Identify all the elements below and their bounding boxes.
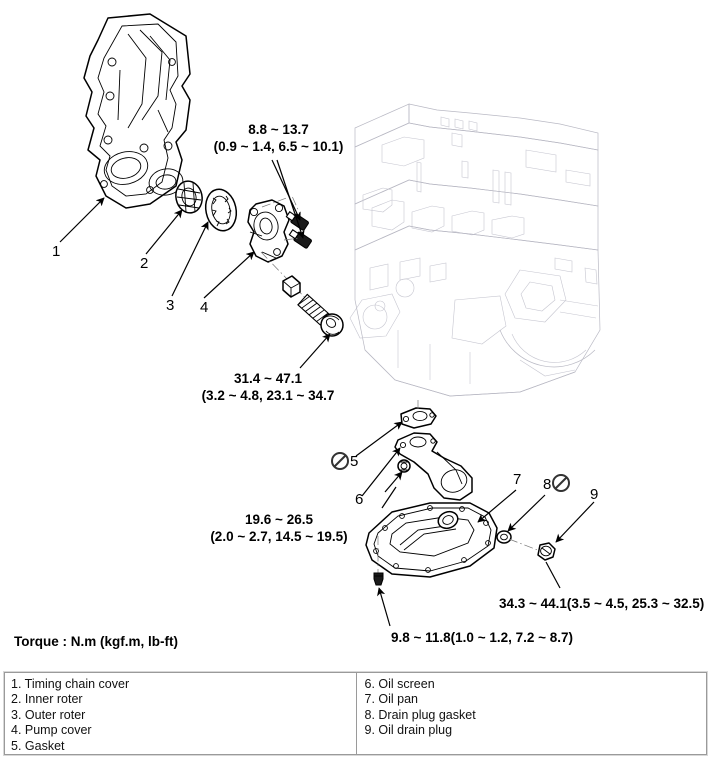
legend-item: 3. Outer roter: [11, 707, 86, 722]
relief-valve-assembly: [260, 251, 344, 337]
callout-number-1: 1: [52, 243, 61, 260]
callout-number-5: 5: [350, 453, 359, 470]
oil-screen-bolt: [397, 459, 411, 473]
non-reusable-symbol-5: [331, 452, 349, 470]
engine-block-ghost: [349, 103, 601, 397]
part-timing-chain-cover: [83, 13, 191, 209]
torque-value-converted: (0.9 ~ 1.4, 6.5 ~ 10.1): [213, 139, 344, 154]
torque-note-oil-screen-bolts: 19.6 ~ 26.5 (2.0 ~ 2.7, 14.5 ~ 19.5): [209, 511, 349, 545]
torque-value-nm: 8.8 ~ 13.7: [248, 122, 309, 137]
part-oil-screen: [394, 432, 473, 501]
legend-column-left: 1. Timing chain cover 2. Inner roter 3. …: [5, 673, 356, 754]
legend-item: 1. Timing chain cover: [11, 677, 130, 691]
torque-value-combined: 9.8 ~ 11.8(1.0 ~ 1.2, 7.2 ~ 8.7): [391, 630, 574, 645]
legend-item: 7. Oil pan: [364, 692, 419, 707]
torque-value-nm: 31.4 ~ 47.1: [234, 371, 302, 386]
legend-item: 2. Inner roter: [11, 692, 83, 707]
part-pump-cover: [247, 199, 290, 263]
callout-number-9: 9: [590, 486, 599, 503]
oil-pan-bolt: [373, 536, 384, 586]
legend-item: 4. Pump cover: [11, 723, 92, 738]
torque-note-pump-cover-bolts: 8.8 ~ 13.7 (0.9 ~ 1.4, 6.5 ~ 10.1): [211, 121, 346, 155]
torque-units-caption: Torque : N.m (kgf.m, lb-ft): [14, 634, 178, 649]
torque-note-oil-pan-bolts: 9.8 ~ 11.8(1.0 ~ 1.2, 7.2 ~ 8.7): [391, 630, 573, 646]
callout-number-8: 8: [543, 476, 552, 493]
torque-value-converted: (3.2 ~ 4.8, 23.1 ~ 34.7: [201, 388, 335, 403]
torque-value-combined: 34.3 ~ 44.1(3.5 ~ 4.5, 25.3 ~ 32.5): [499, 596, 705, 611]
callout-number-2: 2: [140, 255, 149, 272]
part-outer-roter: [204, 188, 238, 232]
part-drain-plug-gasket: [496, 530, 512, 544]
callout-number-4: 4: [200, 299, 209, 316]
callout-number-7: 7: [513, 471, 522, 488]
callout-number-3: 3: [166, 297, 175, 314]
legend-column-right: 6. Oil screen 7. Oil pan 8. Drain plug g…: [355, 673, 707, 754]
non-reusable-symbol-8: [552, 474, 570, 492]
part-oil-drain-plug: [508, 538, 556, 561]
parts-legend-table: 1. Timing chain cover 2. Inner roter 3. …: [4, 672, 707, 755]
legend-item: 9. Oil drain plug: [364, 723, 453, 738]
torque-value-converted: (2.0 ~ 2.7, 14.5 ~ 19.5): [210, 529, 348, 544]
exploded-diagram: [59, 13, 601, 627]
leader-lines: [59, 159, 595, 627]
torque-value-nm: 19.6 ~ 26.5: [245, 512, 313, 527]
legend-item: 6. Oil screen: [364, 677, 435, 691]
callout-number-6: 6: [355, 491, 364, 508]
legend-item: 8. Drain plug gasket: [364, 707, 476, 722]
part-oil-pan: [365, 502, 498, 578]
torque-note-relief-valve-cap: 31.4 ~ 47.1 (3.2 ~ 4.8, 23.1 ~ 34.7: [198, 370, 338, 404]
part-gasket: [400, 400, 437, 429]
part-inner-roter: [175, 180, 203, 214]
legend-item: 5. Gasket: [11, 738, 65, 753]
torque-note-oil-drain-plug: 34.3 ~ 44.1(3.5 ~ 4.5, 25.3 ~ 32.5): [499, 596, 704, 612]
